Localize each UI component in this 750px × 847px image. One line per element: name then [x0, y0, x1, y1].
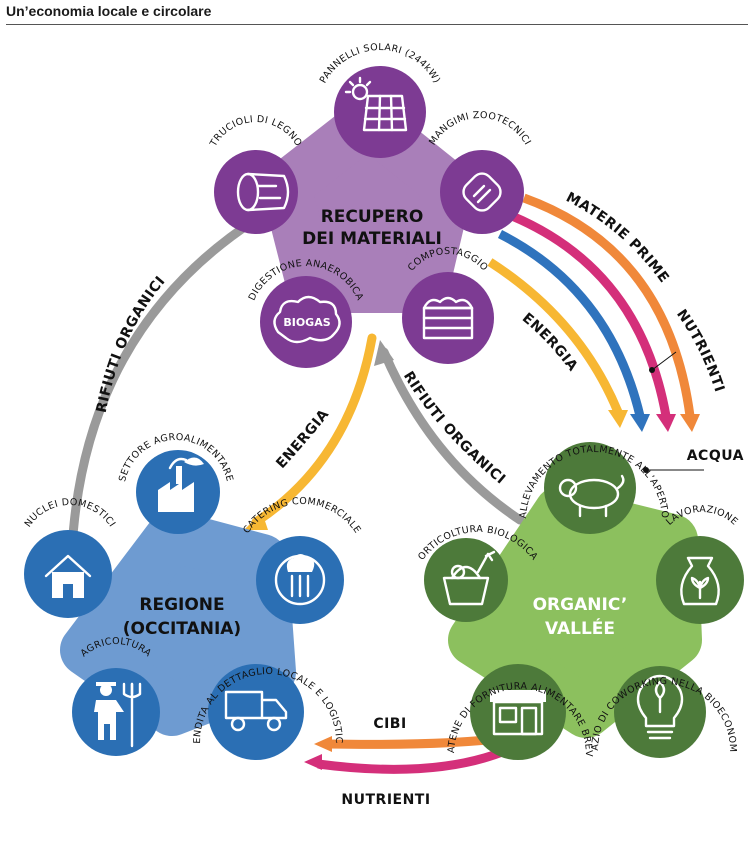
feed-pellet-icon [462, 172, 502, 212]
cibi-arrowhead [314, 736, 332, 752]
energia-left-arrow [251, 333, 377, 527]
nutrienti-bottom-arrow [317, 743, 514, 774]
nutrienti-leader-line [651, 351, 677, 371]
node-digestione: BIOGAS [260, 276, 352, 368]
lightbulb-leaf-icon [636, 674, 684, 740]
energia-left-arrowhead [244, 512, 268, 530]
acqua-leader-dot [643, 467, 649, 473]
recupero-hub [261, 97, 473, 313]
house-icon [44, 554, 92, 598]
wood-log-icon [236, 172, 290, 212]
title-rule [6, 24, 748, 25]
factory-icon [158, 457, 204, 512]
shop-icon [490, 690, 546, 736]
node-lavorazione [656, 536, 744, 624]
rifiuti-mid-arrowhead [374, 340, 394, 366]
farmer-icon [94, 682, 142, 748]
chef-icon [274, 554, 326, 606]
nutrienti-leader-dot [649, 367, 655, 373]
rifiuti-organici-mid-arrow [379, 347, 525, 525]
vegetable-basket-icon [442, 550, 496, 606]
acqua-arrow [497, 229, 645, 418]
energia-right-arrowhead [608, 410, 628, 428]
node-spazio [614, 666, 706, 758]
node-vendita [208, 664, 304, 760]
node-settore [136, 450, 220, 534]
label-acqua: ACQUA [687, 448, 744, 464]
biogas-badge: BIOGAS [283, 316, 330, 329]
truck-icon [224, 690, 288, 732]
node-allevamento [544, 442, 636, 534]
energia-right-arrow [487, 258, 623, 414]
organic-hub-title-2: VALLÉE [545, 617, 615, 639]
regione-hub-title-2: (OCCITANIA) [123, 619, 241, 639]
flour-sack-icon [680, 556, 720, 606]
solar-panel-icon [344, 76, 408, 132]
rifiuti-organici-left-arrow [67, 213, 263, 555]
nutrienti-bottom-arrowhead [304, 754, 322, 770]
node-catene [470, 664, 566, 760]
label-mangimi: MANGIMI ZOOTECNICI [427, 110, 533, 147]
recupero-hub-title-1: RECUPERO [321, 207, 424, 227]
compost-icon [422, 296, 474, 340]
label-nutrienti-bottom: NUTRIENTI [341, 792, 430, 808]
node-trucioli [214, 150, 298, 234]
materie-prime-arrow [522, 193, 695, 417]
nutrienti-right-arrowhead [656, 414, 676, 432]
acqua-arrowhead [630, 414, 650, 432]
materie-prime-arrowhead [680, 414, 700, 432]
organic-hub [448, 486, 702, 738]
label-trucioli: TRUCIOLI DI LEGNO [208, 114, 304, 149]
label-energia-right: ENERGIA [519, 310, 581, 374]
label-cibi: CIBI [373, 716, 406, 732]
node-orticoltura [424, 538, 508, 622]
recupero-hub-title-2: DEI MATERIALI [302, 229, 442, 249]
node-nuclei [24, 530, 112, 618]
node-pannelli [334, 66, 426, 158]
regione-hub-title-1: REGIONE [139, 595, 224, 615]
nutrienti-right-arrow [510, 211, 671, 417]
page-title: Un’economia locale e circolare [6, 3, 212, 19]
organic-hub-title-1: ORGANIC’ [533, 595, 628, 615]
biogas-cloud-icon: BIOGAS [273, 295, 341, 344]
node-catering [256, 536, 344, 624]
pig-icon [558, 474, 625, 518]
label-materie-prime: MATERIE PRIME [563, 189, 672, 286]
node-compostaggio [402, 272, 494, 364]
node-agricoltura [72, 668, 160, 756]
node-mangimi [440, 150, 524, 234]
chevrons-left [157, 245, 191, 279]
